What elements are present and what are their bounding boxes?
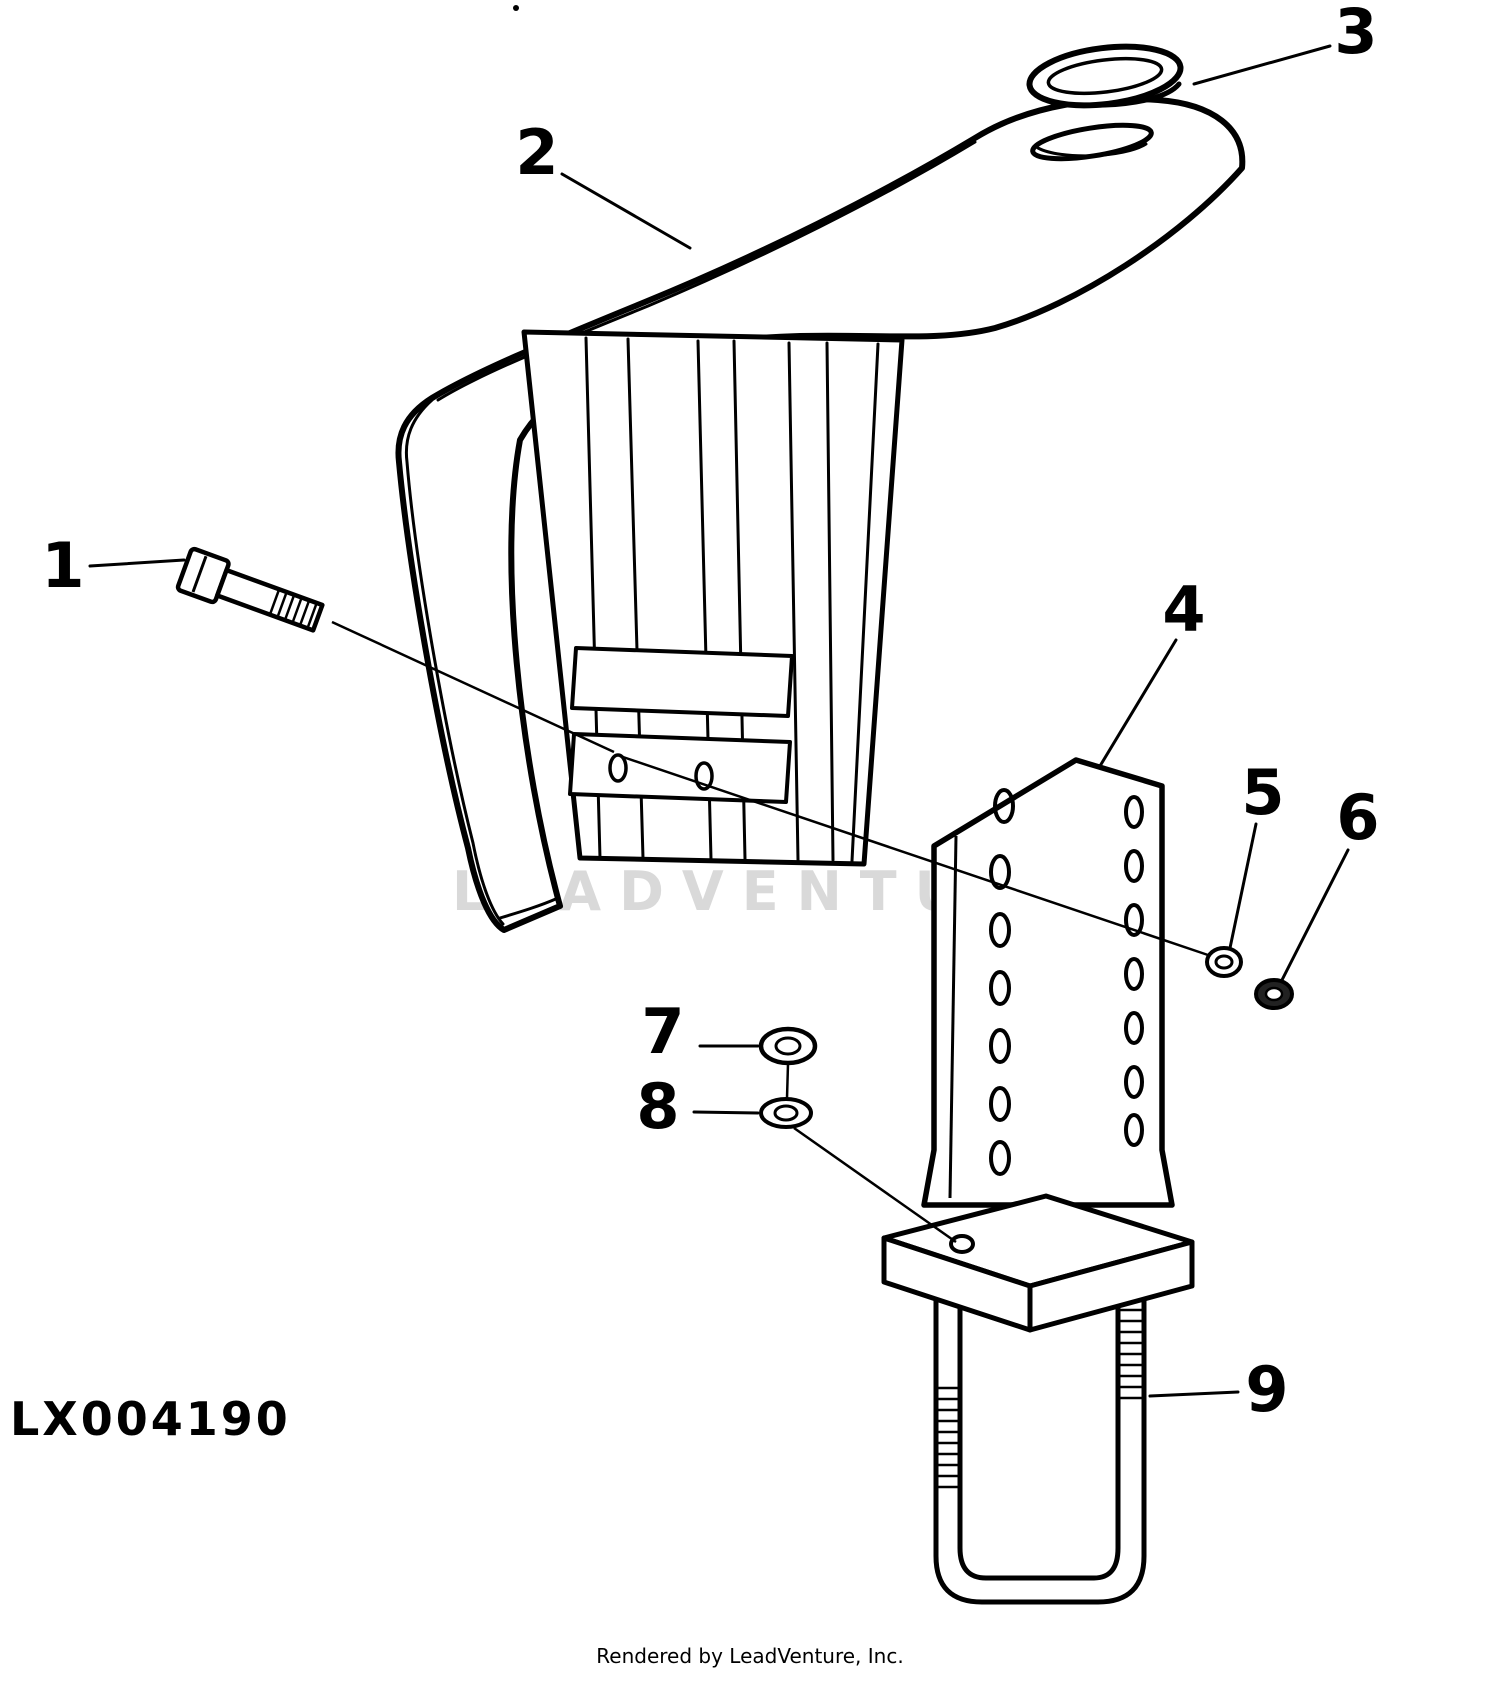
bolt-shank bbox=[215, 567, 325, 633]
period-mark bbox=[513, 5, 519, 11]
nut-7-outer bbox=[758, 1026, 818, 1066]
foot-hole bbox=[949, 1234, 975, 1254]
u-bolt-part bbox=[933, 1242, 1147, 1605]
nut-5-outer bbox=[1205, 946, 1243, 978]
washer-6-bore bbox=[1264, 986, 1284, 1002]
u-bolt-inner bbox=[957, 1242, 1121, 1581]
fender-front-opening bbox=[521, 329, 905, 867]
u-bolt-threads-right bbox=[1118, 1308, 1144, 1400]
fender-right-inner-line bbox=[990, 174, 1238, 332]
fender-top-fold-line bbox=[436, 140, 977, 402]
washer-8-bore bbox=[773, 1104, 799, 1122]
bolt-threads bbox=[269, 590, 318, 627]
cap-inner bbox=[1046, 56, 1164, 96]
part-code: LX004190 bbox=[10, 1392, 291, 1446]
fender-left-rim-line bbox=[404, 398, 505, 926]
leader-8 bbox=[692, 1110, 760, 1115]
assembly-axis-line bbox=[331, 620, 1209, 1244]
leader-9 bbox=[1148, 1390, 1240, 1398]
leader-6 bbox=[1280, 848, 1350, 982]
leader-2 bbox=[560, 172, 692, 250]
callout-4: 4 bbox=[1162, 573, 1206, 646]
bolt-head-facet bbox=[191, 555, 208, 593]
u-bolt-outer bbox=[933, 1242, 1147, 1605]
washer-8-outer bbox=[759, 1097, 813, 1129]
callout-5: 5 bbox=[1241, 756, 1285, 829]
washer-part-8 bbox=[759, 1097, 813, 1129]
leader-4 bbox=[1098, 638, 1178, 768]
fender-bottom-tip-line bbox=[498, 896, 560, 920]
foot-front-right-face bbox=[1027, 1239, 1195, 1333]
callout-3: 3 bbox=[1334, 0, 1378, 68]
fender-shell-part bbox=[395, 96, 1246, 933]
bracket-left-fold-line bbox=[948, 835, 958, 1199]
leader-3 bbox=[1192, 44, 1332, 86]
footer-credit: Rendered by LeadVenture, Inc. bbox=[596, 1644, 904, 1668]
callout-6: 6 bbox=[1336, 781, 1380, 854]
bracket-part bbox=[921, 757, 1175, 1208]
nut-7-bore bbox=[774, 1036, 802, 1056]
nut-5-bore bbox=[1214, 954, 1234, 970]
leader-1 bbox=[88, 558, 186, 568]
washer-part-6 bbox=[1254, 978, 1294, 1010]
fender-outline bbox=[395, 96, 1246, 933]
callout-9: 9 bbox=[1245, 1353, 1289, 1426]
bracket-plate bbox=[921, 757, 1175, 1208]
callout-7: 7 bbox=[641, 995, 685, 1068]
nut-part-5 bbox=[1205, 946, 1243, 978]
callout-1: 1 bbox=[41, 529, 85, 602]
cap-part bbox=[1026, 43, 1184, 109]
fender-top-slot bbox=[1030, 122, 1154, 162]
fender-crossmember bbox=[568, 646, 794, 804]
bolt-part bbox=[175, 546, 325, 633]
nut-part-7 bbox=[758, 1026, 818, 1066]
bracket-holes-right bbox=[1124, 795, 1144, 1147]
callout-2: 2 bbox=[515, 116, 559, 189]
leader-5 bbox=[1228, 822, 1258, 950]
bracket-holes-left bbox=[989, 788, 1015, 1176]
leader-lines bbox=[88, 44, 1350, 1398]
u-bolt-threads-left bbox=[936, 1386, 960, 1489]
callout-8: 8 bbox=[636, 1070, 680, 1143]
bracket-foot bbox=[881, 1193, 1195, 1333]
